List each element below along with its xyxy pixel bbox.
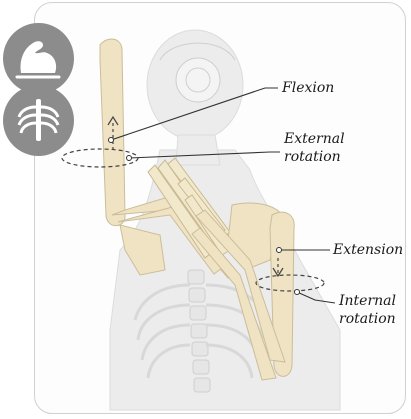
muscle-badge [3, 23, 74, 94]
external-rotation-label-line1: External [284, 130, 345, 148]
internal-rotation-label-line1: Internal [339, 292, 396, 310]
ribcage-skeleton-icon [3, 85, 74, 156]
flexion-label: Flexion [282, 79, 334, 97]
skeleton-badge [3, 85, 74, 156]
internal-rotation-label-line2: rotation [339, 310, 396, 328]
extension-label: Extension [333, 241, 403, 259]
external-rotation-label-line2: rotation [284, 148, 341, 166]
flexed-arm-muscle-icon [3, 23, 74, 94]
